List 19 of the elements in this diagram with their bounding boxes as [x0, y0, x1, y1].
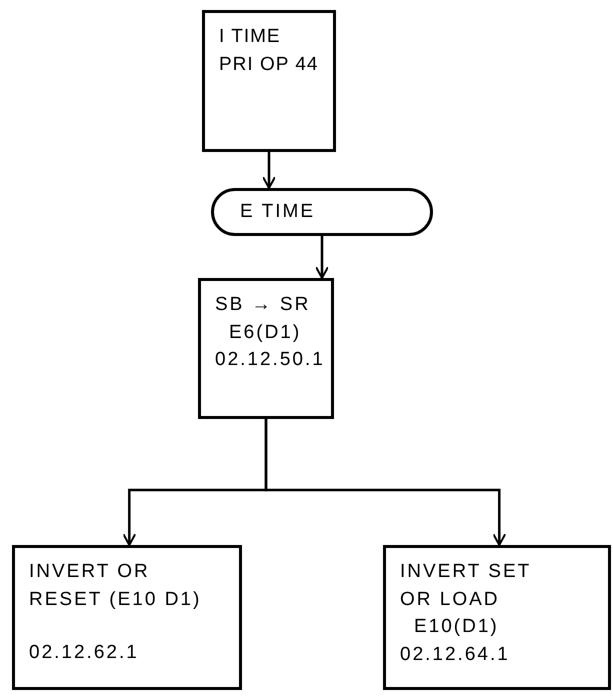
- arrow: [315, 236, 329, 279]
- box-text: PRI OP 44: [219, 52, 318, 77]
- process-box: [202, 10, 336, 152]
- arrow: [264, 419, 506, 546]
- process-box: [383, 545, 611, 690]
- box-text: E TIME: [240, 200, 315, 224]
- box-text: INVERT SET OR LOAD: [400, 560, 532, 612]
- box-text: 02.12.62.1: [29, 641, 139, 666]
- process-box: [198, 278, 334, 419]
- process-box: [12, 545, 242, 690]
- box-text: E6(D1): [229, 320, 302, 345]
- arrow: [262, 152, 276, 189]
- box-text: E10(D1): [414, 615, 499, 640]
- box-text: 02.12.50.1: [215, 348, 325, 372]
- box-text: I TIME: [219, 25, 281, 49]
- box-text: 02.12.64.1: [400, 642, 510, 667]
- box-text: INVERT OR RESET (E10 D1): [29, 560, 202, 612]
- terminal-shape: [211, 188, 433, 236]
- box-text: SB → SR: [215, 293, 310, 317]
